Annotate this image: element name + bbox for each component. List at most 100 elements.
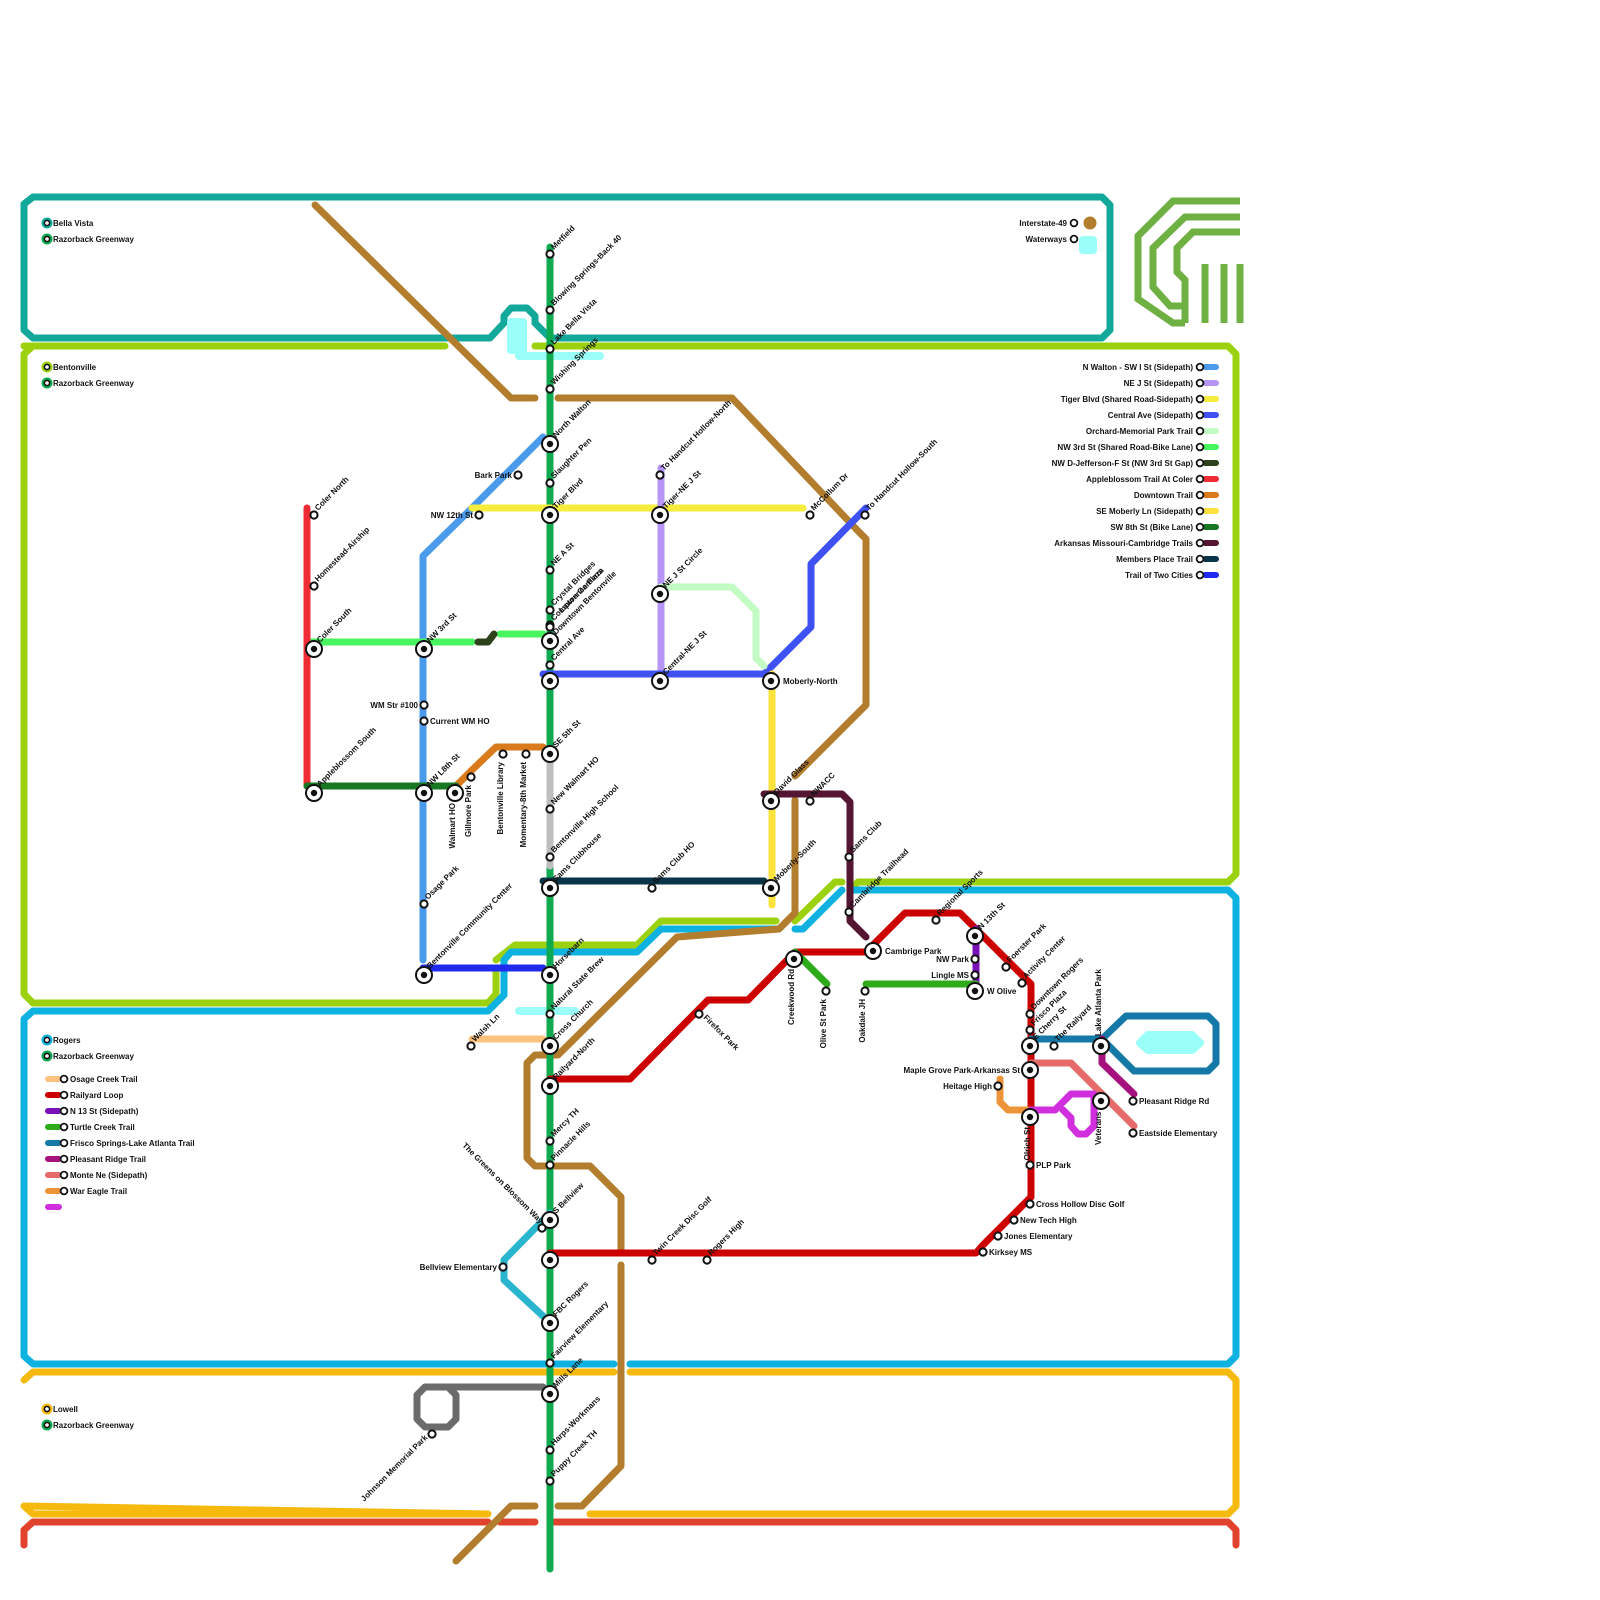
station[interactable]: To Handcut Hollow-South [860, 437, 939, 520]
legend-label: N Walton - SW I St (Sidepath) [1083, 363, 1194, 372]
n-walton-trail [419, 433, 547, 964]
station-label: W Olive [987, 987, 1017, 996]
station[interactable]: Pleasant Ridge Rd [1128, 1096, 1209, 1106]
station-label: New Tech High [1020, 1216, 1077, 1225]
station-label: WM Str #100 [370, 701, 418, 710]
station[interactable]: Coler North [309, 475, 351, 520]
legend-marker [1195, 378, 1205, 388]
station-marker [545, 622, 555, 632]
legend-label: Tiger Blvd (Shared Road-Sidepath) [1061, 395, 1194, 404]
station[interactable]: Homestead-Airship [309, 525, 371, 591]
station-marker [978, 1247, 988, 1257]
station-label: PLP Park [1036, 1161, 1072, 1170]
legend-label: SE Moberly Ln (Sidepath) [1096, 507, 1193, 516]
legend-marker [59, 1154, 69, 1164]
station[interactable]: WM Str #100 [370, 700, 429, 710]
station-marker [498, 1262, 508, 1272]
station[interactable]: Appleblossom South [305, 725, 378, 802]
station-marker [647, 883, 657, 893]
station-marker [1025, 1009, 1035, 1019]
station-marker [1128, 1128, 1138, 1138]
station[interactable]: Coler South [305, 606, 354, 658]
station[interactable]: Creekwood Rd [785, 950, 803, 1025]
station-label: Maple Grove Park-Arkansas St [904, 1066, 1021, 1075]
station[interactable]: Current WM HO [419, 716, 490, 726]
legend-label: Orchard-Memorial Park Trail [1086, 427, 1193, 436]
station[interactable]: Kirksey MS [978, 1247, 1033, 1257]
station-label: Cambridge Trailhead [848, 847, 910, 909]
station[interactable]: Bentonville Library [496, 749, 508, 834]
station[interactable]: Lingle MS [931, 970, 980, 980]
station[interactable]: NW 12th St [431, 510, 484, 520]
interchange-core [1026, 1042, 1034, 1050]
legend-label: Monte Ne (Sidepath) [70, 1171, 148, 1180]
station-marker [466, 772, 476, 782]
interchange-core [451, 789, 459, 797]
station-marker [545, 1358, 555, 1368]
station[interactable]: Lake Atlanta Park [1092, 969, 1110, 1055]
station[interactable]: NWACC [805, 771, 837, 806]
station[interactable]: Walmart HO [446, 784, 464, 849]
station-marker [545, 852, 555, 862]
station[interactable]: Jones Elementary [993, 1231, 1073, 1241]
station[interactable]: W Olive [966, 982, 1017, 1000]
station[interactable]: Eastside Elementary [1128, 1128, 1218, 1138]
station[interactable]: Bark Park [475, 470, 523, 480]
station[interactable]: Rogers High [702, 1217, 746, 1265]
interchange-core [1026, 1066, 1034, 1074]
station[interactable]: NW Park [936, 954, 980, 964]
station[interactable]: New Tech High [1009, 1215, 1077, 1225]
station-label: Walmart HO [448, 803, 457, 849]
station-marker [647, 1255, 657, 1265]
interchange-core [546, 1082, 554, 1090]
station[interactable]: Olive St Park [819, 986, 831, 1048]
station-label: Kirksey MS [989, 1248, 1033, 1257]
interchange-core [656, 511, 664, 519]
station[interactable]: Walsh Ln [466, 1012, 501, 1051]
station[interactable]: Metfield [545, 224, 577, 259]
station-marker [1025, 1160, 1035, 1170]
station-label: NW 12th St [431, 511, 474, 520]
station[interactable]: Moberly-North [762, 672, 838, 690]
zone-marker [43, 1405, 51, 1413]
station[interactable]: Heitage High [943, 1081, 1003, 1091]
station[interactable]: Johnson Memorial Park [359, 1429, 437, 1503]
station[interactable] [541, 672, 559, 690]
station[interactable] [541, 1251, 559, 1269]
station-label: Bark Park [475, 471, 513, 480]
station-label: Creekwood Rd [787, 969, 796, 1025]
station-marker [993, 1231, 1003, 1241]
zone-marker [43, 219, 51, 227]
station[interactable]: Bellview Elementary [420, 1262, 508, 1272]
station[interactable]: Momentary-8th Market [519, 749, 531, 847]
zone-boundaries [20, 193, 1240, 1549]
station-marker [844, 852, 854, 862]
legend-marker [1195, 394, 1205, 404]
station[interactable]: Harps-Workmans [545, 1394, 603, 1455]
station-marker [1001, 962, 1011, 972]
station[interactable]: Veterans [1092, 1092, 1110, 1145]
station[interactable]: Olrich St [1021, 1108, 1039, 1160]
station[interactable]: Firefox Park [694, 1009, 741, 1053]
station[interactable]: Oakdale JH [858, 986, 870, 1043]
interchange-core [767, 884, 775, 892]
station-label: Osage Park [423, 864, 461, 902]
station-marker [427, 1429, 437, 1439]
station-label: SE 5th St [551, 718, 582, 749]
station[interactable]: The Greens on Blossom Way [461, 1141, 547, 1233]
station[interactable]: Maple Grove Park-Arkansas St [904, 1061, 1039, 1079]
station[interactable]: Cambrige Park [864, 942, 942, 960]
station[interactable]: To Handcut Hollow-North [655, 398, 733, 480]
interchange-core [420, 645, 428, 653]
frisco-springs-trail [1027, 1012, 1220, 1075]
station[interactable]: Gillmore Park [464, 772, 476, 837]
station-label: Moberly-North [783, 677, 838, 686]
interchange-core [1097, 1097, 1105, 1105]
station-label: Jones Elementary [1004, 1232, 1073, 1241]
station[interactable]: PLP Park [1025, 1160, 1072, 1170]
station[interactable]: Cross Hollow Disc Golf [1025, 1199, 1125, 1209]
